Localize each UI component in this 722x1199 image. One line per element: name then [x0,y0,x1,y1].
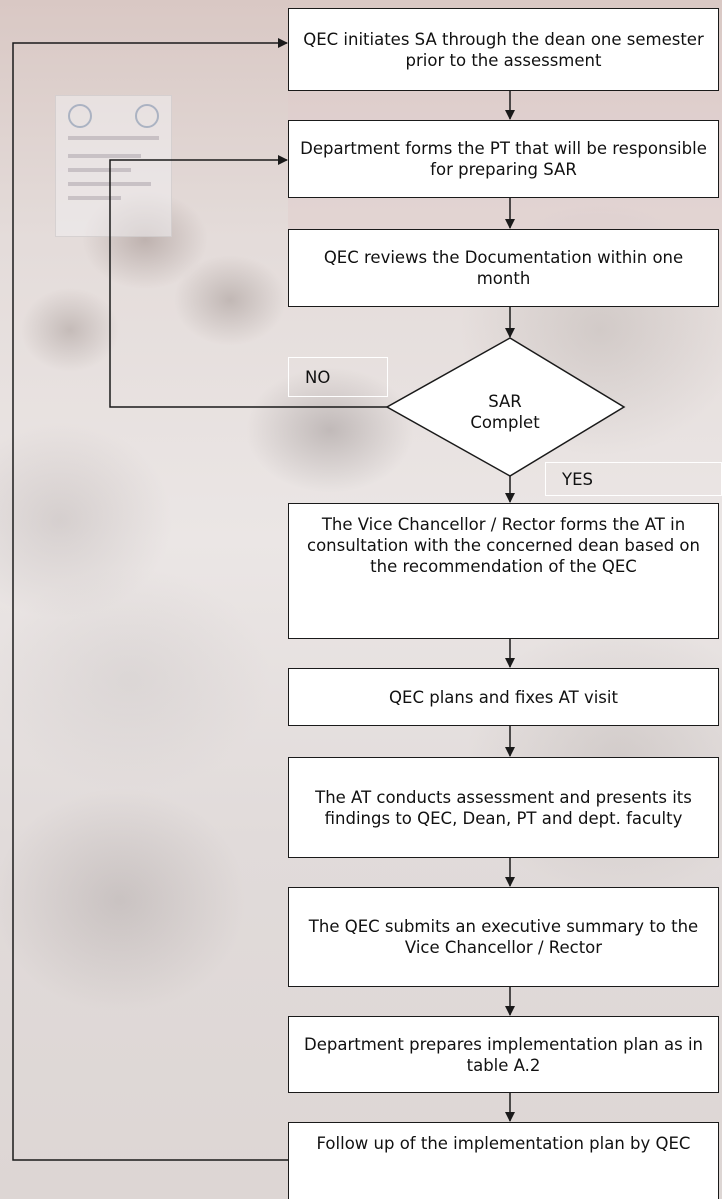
step-3-box: QEC reviews the Documentation within one… [288,229,719,307]
step-5-box: QEC plans and fixes AT visit [288,668,719,726]
step-7-box: The QEC submits an executive summary to … [288,887,719,987]
yes-label: YES [545,462,722,496]
step-8-box: Department prepares implementation plan … [288,1016,719,1093]
banner-line [68,154,141,158]
decision-label-line2: Complet [470,413,540,432]
no-loop-connector [109,155,387,408]
decision-label: SAR Complet [420,391,590,433]
seal-icon [68,104,92,128]
no-label: NO [288,357,388,397]
step-1-box: QEC initiates SA through the dean one se… [288,8,719,91]
step-6-box: The AT conducts assessment and presents … [288,757,719,858]
background-banner [55,95,172,237]
feedback-loop-connector [12,38,288,1161]
step-4-box: The Vice Chancellor / Rector forms the A… [288,503,719,639]
step-9-box: Follow up of the implementation plan by … [288,1122,719,1199]
seal-icon [135,104,159,128]
step-2-box: Department forms the PT that will be res… [288,120,719,198]
banner-line [68,168,131,172]
banner-line [68,196,121,200]
banner-line [68,136,159,140]
decision-diamond [385,337,626,477]
decision-label-line1: SAR [488,392,522,411]
